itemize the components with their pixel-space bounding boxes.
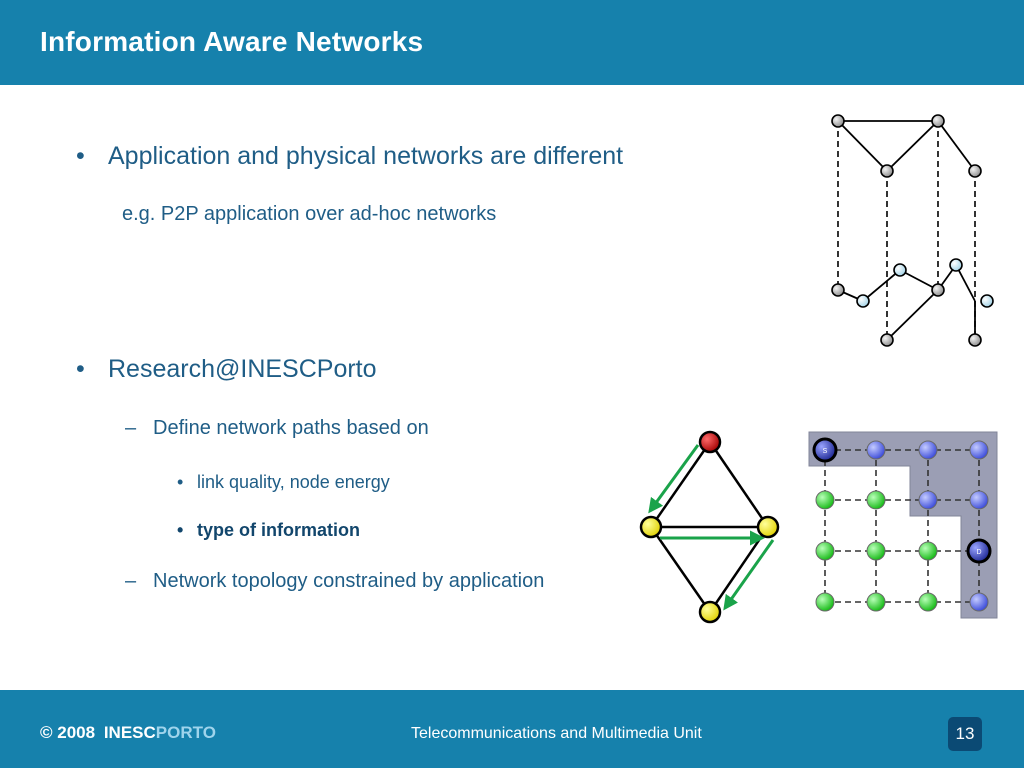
page-number: 13 (955, 724, 975, 743)
dash-icon: – (125, 570, 137, 592)
grid-links (824, 449, 980, 603)
brand-inesc: INESC (103, 723, 156, 742)
bullet-topology: – Network topology constrained by applic… (125, 570, 544, 593)
bullet-text: type of information (197, 520, 360, 540)
brand-porto: PORTO (155, 723, 216, 742)
yellow-node (698, 600, 722, 624)
destination-node-label: D (976, 549, 981, 556)
relay-node (856, 294, 870, 308)
physical-nodes (831, 258, 994, 347)
arrow-icon (723, 539, 775, 611)
bullet-define-paths: – Define network paths based on (125, 417, 429, 440)
grid-nodes (815, 440, 989, 612)
source-node (698, 430, 722, 454)
bullet-dot-icon: • (177, 520, 184, 540)
subline-example: e.g. P2P application over ad-hoc network… (122, 203, 497, 225)
network-node (831, 114, 845, 128)
diamond-path-diagram (639, 430, 780, 624)
yellow-node (639, 515, 663, 539)
bullet-dot-icon: • (76, 355, 85, 383)
bullet-text: link quality, node energy (197, 472, 390, 492)
network-node (968, 333, 982, 347)
grid-destination-node (966, 538, 992, 564)
slide-header: Information Aware Networks (0, 0, 1024, 85)
bullet-text: Network topology constrained by applicat… (153, 570, 545, 592)
arrow-icon (648, 444, 700, 514)
network-node (880, 333, 894, 347)
diamond-links (649, 441, 770, 613)
dash-icon: – (125, 417, 137, 439)
bullet-text: Define network paths based on (153, 417, 429, 439)
bullet-type-info: • type of information (177, 520, 360, 541)
network-node (831, 283, 845, 297)
relay-node (980, 294, 994, 308)
relay-node (949, 258, 963, 272)
slide-footer: © 2008 INESCPORTO Telecommunications and… (0, 690, 1024, 768)
bullet-text: Research@INESCPorto (108, 355, 377, 383)
grid-routing-diagram: S D (808, 431, 998, 619)
copyright-brand: © 2008 INESCPORTO (40, 723, 216, 743)
yellow-node (756, 515, 780, 539)
overlay-nodes (831, 114, 982, 178)
network-node (931, 283, 945, 297)
relay-node (893, 263, 907, 277)
vertical-mapping-lines (837, 121, 976, 340)
bullet-text: Application and physical networks are di… (108, 142, 624, 170)
grid-source-node (812, 437, 838, 463)
network-node (931, 114, 945, 128)
network-node (968, 164, 982, 178)
application-overlay-links (837, 120, 976, 172)
copyright-text: © 2008 (40, 723, 96, 742)
slide-title: Information Aware Networks (40, 26, 424, 57)
bullet-dot-icon: • (177, 472, 184, 492)
green-path-arrows (648, 444, 775, 611)
bullet-dot-icon: • (76, 142, 85, 170)
bullet-research: • Research@INESCPorto (72, 355, 377, 384)
network-node (880, 164, 894, 178)
page-number-badge: 13 (948, 717, 982, 751)
bullet-link-quality: • link quality, node energy (177, 472, 390, 493)
layered-network-diagram (831, 114, 994, 347)
slide-content: • Application and physical networks are … (0, 85, 1024, 690)
footer-unit: Telecommunications and Multimedia Unit (411, 725, 702, 742)
source-node-label: S (823, 448, 828, 455)
highlighted-region (808, 431, 998, 619)
bullet-app-physical: • Application and physical networks are … (72, 142, 623, 171)
